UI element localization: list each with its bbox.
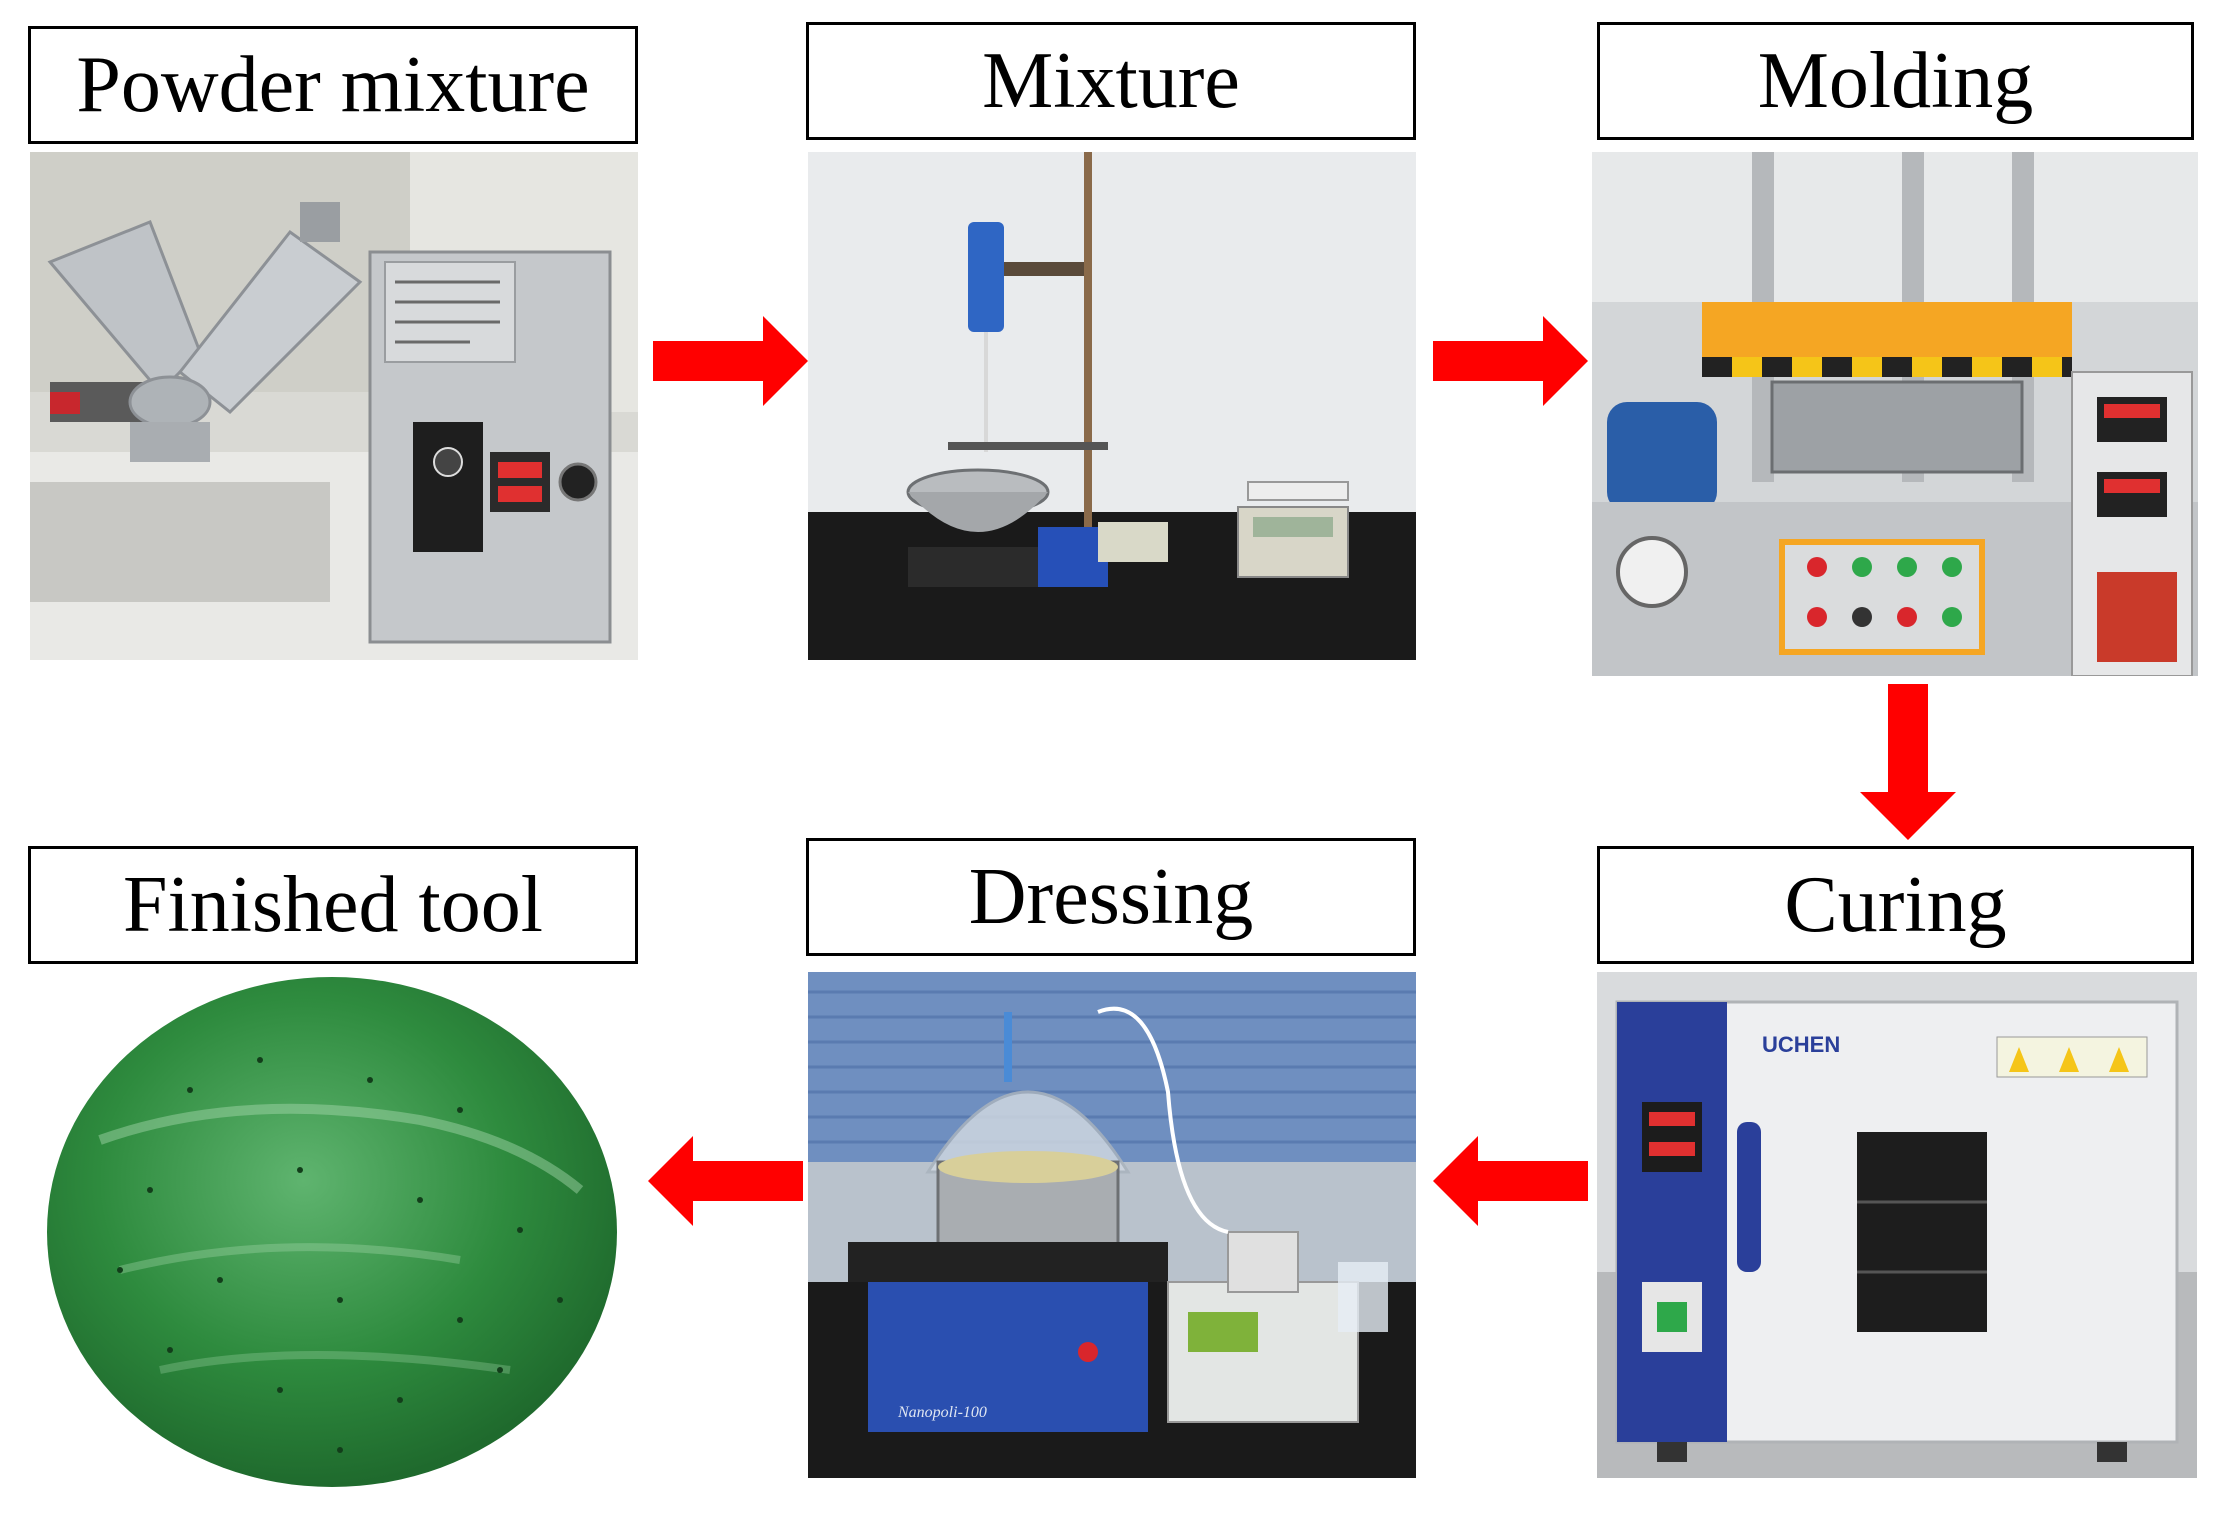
label-curing: Curing [1597, 846, 2194, 964]
label-dressing: Dressing [806, 838, 1416, 956]
label-mixture: Mixture [806, 22, 1416, 140]
label-finished-tool: Finished tool [28, 846, 638, 964]
photo-dressing-polisher: Nanopoli-100 [808, 972, 1416, 1478]
photo-curing-oven: UCHEN [1597, 972, 2197, 1478]
label-mixture-text: Mixture [982, 36, 1240, 125]
polisher-brand-text: Nanopoli-100 [897, 1404, 987, 1421]
oven-brand-text: UCHEN [1762, 1032, 1840, 1057]
arrow-right-mixture-to-molding [1433, 316, 1588, 406]
label-powder-mixture-text: Powder mixture [76, 40, 590, 129]
photo-powder-mixer [30, 152, 638, 660]
label-curing-text: Curing [1784, 860, 2007, 949]
arrow-right-powder-to-mixture [653, 316, 808, 406]
photo-finished-tool [40, 970, 625, 1493]
label-finished-tool-text: Finished tool [122, 860, 544, 949]
label-molding-text: Molding [1757, 36, 2034, 125]
arrow-left-curing-to-dressing [1433, 1136, 1588, 1226]
label-powder-mixture: Powder mixture [28, 26, 638, 144]
photo-mixture-stirrer [808, 152, 1416, 660]
arrow-left-dressing-to-finished [648, 1136, 803, 1226]
label-molding: Molding [1597, 22, 2194, 140]
arrow-down-molding-to-curing [1860, 684, 1956, 840]
label-dressing-text: Dressing [968, 852, 1254, 941]
photo-molding-press [1592, 152, 2198, 676]
